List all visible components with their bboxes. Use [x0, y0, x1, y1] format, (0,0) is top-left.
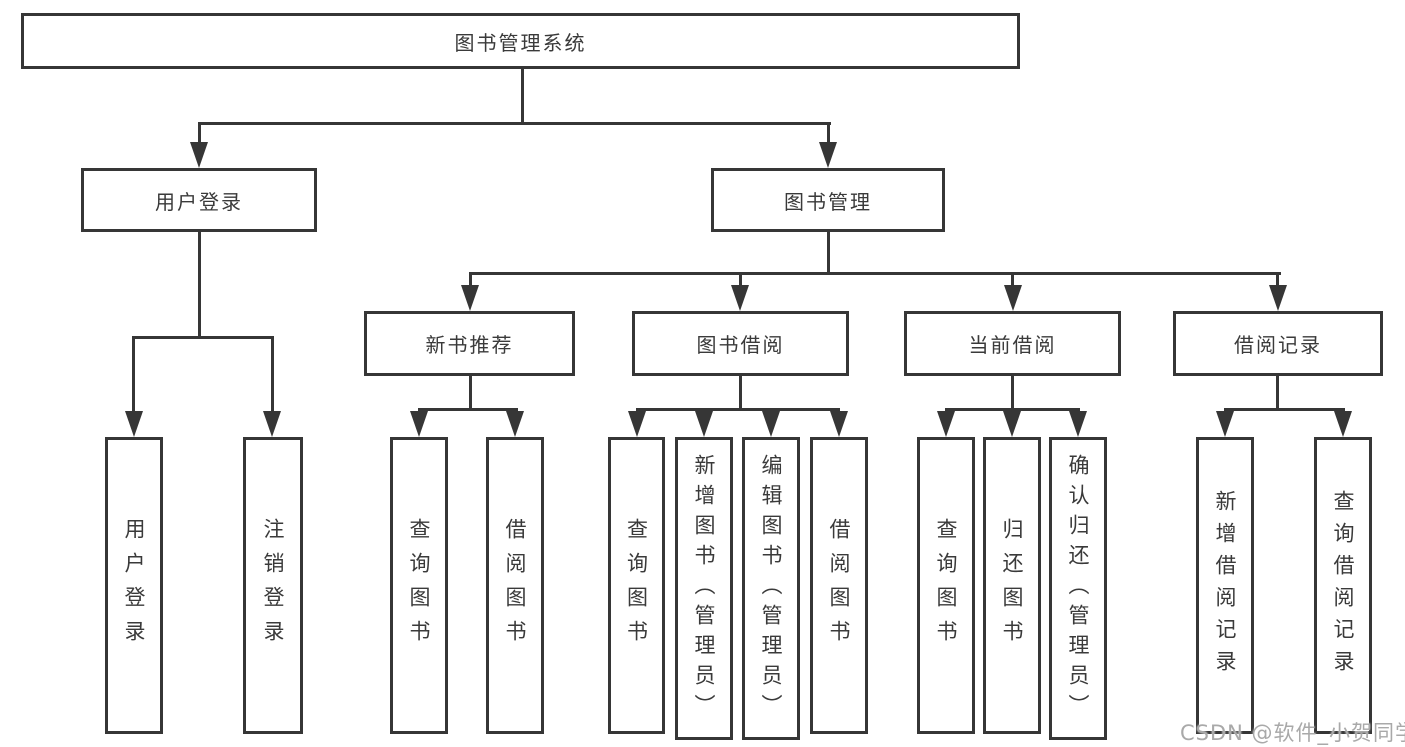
connector-drop-borrow-records	[1276, 272, 1279, 285]
leaf-user-login: 用户登录	[105, 437, 163, 734]
node-new-book-recommend-label: 新书推荐	[425, 333, 514, 357]
arrowhead-cb-return	[1003, 411, 1021, 437]
leaf-add-books-admin: 新增图书（管理员）	[675, 437, 733, 740]
arrowhead-user-login	[190, 142, 208, 168]
leaf-borrowing-borrow-books: 借阅图书	[810, 437, 868, 734]
csdn-watermark: CSDN @软件_小贺同学	[1180, 721, 1405, 745]
leaf-user-login-label: 用户登录	[122, 517, 146, 654]
connector-bb-stub	[739, 376, 742, 408]
node-library-system-label: 图书管理系统	[454, 30, 587, 55]
arrowhead-bb-edit	[762, 411, 780, 437]
connector-cb-stub	[1011, 376, 1014, 408]
leaf-logout: 注销登录	[243, 437, 303, 734]
connector-user-login-stub	[198, 232, 201, 336]
connector-drop-current-borrow	[1011, 272, 1014, 285]
leaf-recommend-borrow-books-label: 借阅图书	[503, 517, 527, 654]
node-user-login: 用户登录	[81, 168, 317, 232]
connector-cb-branch	[945, 408, 1080, 411]
arrowhead-cb-confirm	[1069, 411, 1087, 437]
node-new-book-recommend: 新书推荐	[364, 311, 575, 376]
leaf-logout-label: 注销登录	[261, 517, 285, 654]
node-current-borrowing-label: 当前借阅	[968, 333, 1057, 357]
node-borrowing-records: 借阅记录	[1173, 311, 1383, 376]
leaf-recommend-query-books: 查询图书	[390, 437, 448, 734]
leaf-add-borrow-record: 新增借阅记录	[1196, 437, 1254, 734]
leaf-confirm-return-admin: 确认归还（管理员）	[1049, 437, 1107, 740]
connector-br-stub	[1276, 376, 1279, 408]
connector-drop-new-book-rec	[469, 272, 472, 285]
node-user-login-label: 用户登录	[155, 189, 243, 214]
connector-bb-branch	[636, 408, 840, 411]
connector-drop-book-mgmt	[827, 122, 830, 142]
connector-user-login-branch	[132, 336, 274, 339]
arrowhead-book-mgmt	[819, 142, 837, 168]
leaf-add-books-admin-label: 新增图书（管理员）	[692, 453, 716, 724]
leaf-borrowing-borrow-books-label: 借阅图书	[827, 517, 851, 654]
node-book-management-label: 图书管理	[784, 189, 872, 214]
leaf-query-borrow-record: 查询借阅记录	[1314, 437, 1372, 734]
leaf-edit-books-admin: 编辑图书（管理员）	[742, 437, 800, 740]
connector-root-stub	[521, 69, 524, 122]
arrowhead-book-borrow	[731, 285, 749, 311]
node-book-management: 图书管理	[711, 168, 945, 232]
connector-br-branch	[1224, 408, 1345, 411]
leaf-recommend-query-books-label: 查询图书	[407, 517, 431, 654]
arrowhead-ul-logout	[263, 411, 281, 437]
connector-book-mgmt-stub	[827, 232, 830, 272]
leaf-return-books-label: 归还图书	[1000, 517, 1024, 654]
arrowhead-nbr-query	[410, 411, 428, 437]
leaf-current-query-books: 查询图书	[917, 437, 975, 734]
connector-drop-user-login	[198, 122, 201, 142]
connector-drop-ul-logout	[271, 336, 274, 411]
leaf-current-query-books-label: 查询图书	[934, 517, 958, 654]
arrowhead-bb-borrow	[830, 411, 848, 437]
node-book-borrowing: 图书借阅	[632, 311, 849, 376]
connector-drop-ul-login	[132, 336, 135, 411]
arrowhead-new-book-rec	[461, 285, 479, 311]
connector-l1-branch	[198, 122, 831, 125]
arrowhead-bb-query	[628, 411, 646, 437]
connector-l2-branch	[469, 272, 1281, 275]
leaf-recommend-borrow-books: 借阅图书	[486, 437, 544, 734]
leaf-query-borrow-record-label: 查询借阅记录	[1331, 489, 1355, 682]
node-borrowing-records-label: 借阅记录	[1234, 333, 1322, 357]
node-book-borrowing-label: 图书借阅	[696, 333, 785, 357]
arrowhead-ul-login	[125, 411, 143, 437]
leaf-confirm-return-admin-label: 确认归还（管理员）	[1066, 453, 1090, 724]
leaf-edit-books-admin-label: 编辑图书（管理员）	[759, 453, 783, 724]
arrowhead-current-borrow	[1004, 285, 1022, 311]
arrowhead-bb-add	[695, 411, 713, 437]
arrowhead-br-add	[1216, 411, 1234, 437]
node-current-borrowing: 当前借阅	[904, 311, 1121, 376]
connector-nbr-branch	[418, 408, 518, 411]
leaf-borrowing-query-books: 查询图书	[608, 437, 665, 734]
arrowhead-nbr-borrow	[506, 411, 524, 437]
arrowhead-cb-query	[937, 411, 955, 437]
arrowhead-borrow-records	[1269, 285, 1287, 311]
connector-nbr-stub	[469, 376, 472, 408]
leaf-return-books: 归还图书	[983, 437, 1041, 734]
node-library-system: 图书管理系统	[21, 13, 1020, 69]
connector-drop-book-borrow	[739, 272, 742, 285]
leaf-borrowing-query-books-label: 查询图书	[624, 517, 649, 654]
leaf-add-borrow-record-label: 新增借阅记录	[1213, 489, 1237, 682]
arrowhead-br-query	[1334, 411, 1352, 437]
